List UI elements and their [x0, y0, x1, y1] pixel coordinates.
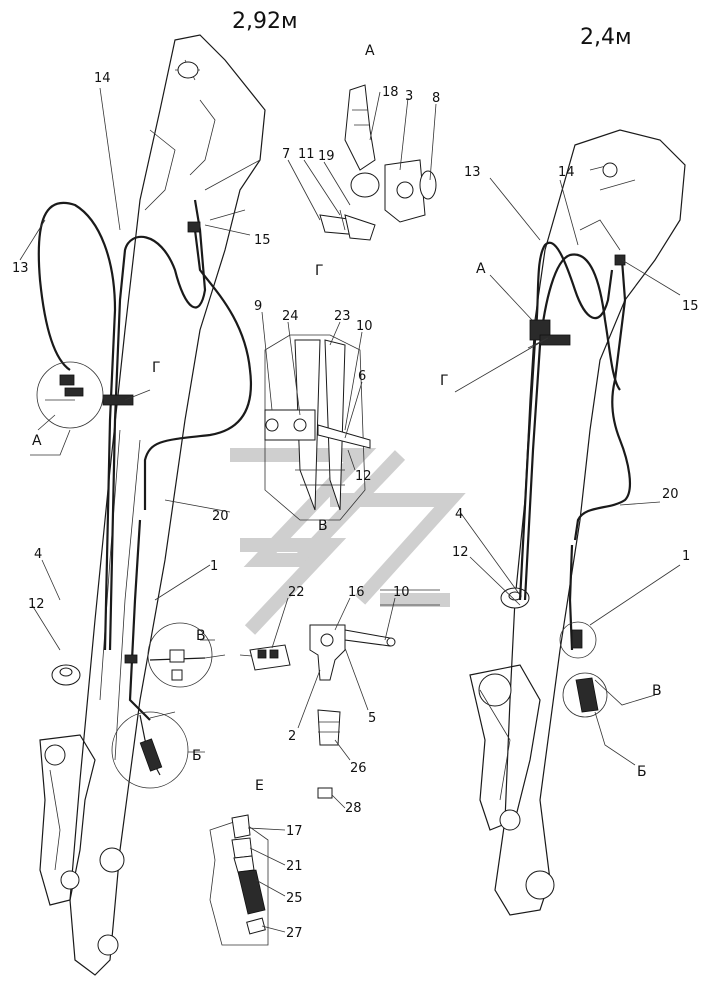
- left-boom: [39, 34, 266, 976]
- callout-g-6: 6: [358, 369, 366, 384]
- callout-right-13: 13: [464, 165, 481, 180]
- callout-a-19: 19: [318, 149, 335, 164]
- callout-right-15: 15: [682, 299, 699, 314]
- view-label-bb-left: Б: [192, 748, 202, 764]
- callout-left-20: 20: [212, 509, 229, 524]
- callout-right-14: 14: [558, 165, 575, 180]
- leader-lines: [19, 87, 681, 933]
- view-label-bb-right: Б: [637, 764, 647, 780]
- callout-left-4: 4: [34, 547, 42, 562]
- callout-b-5: 5: [368, 711, 376, 726]
- callout-g-9: 9: [254, 299, 262, 314]
- view-label-e: Е: [255, 778, 264, 794]
- detail-circle-b-right: [559, 621, 597, 659]
- callout-a-18: 18: [382, 85, 399, 100]
- view-label-b-mid: В: [318, 518, 328, 534]
- view-label-a-left: А: [32, 433, 42, 449]
- length-label-left: 2,92м: [232, 9, 298, 34]
- view-label-b-right: В: [652, 683, 662, 699]
- callout-right-20: 20: [662, 487, 679, 502]
- view-label-a-top: А: [365, 43, 375, 59]
- callout-b-16: 16: [348, 585, 365, 600]
- left-hoses: [37, 199, 253, 721]
- callout-b-2: 2: [288, 729, 296, 744]
- callout-b-22: 22: [288, 585, 305, 600]
- callout-e-25: 25: [286, 891, 303, 906]
- callout-left-13: 13: [12, 261, 29, 276]
- callout-a-7: 7: [282, 147, 290, 162]
- callout-left-14: 14: [94, 71, 111, 86]
- callout-b-26: 26: [350, 761, 367, 776]
- view-label-g-right: Г: [440, 373, 449, 389]
- detail-circle-bb-left: [111, 711, 205, 789]
- view-a-detail: [319, 84, 437, 241]
- callout-g-24: 24: [282, 309, 299, 324]
- right-hoses: [518, 241, 632, 651]
- callout-b-28: 28: [345, 801, 362, 816]
- callout-g-23: 23: [334, 309, 351, 324]
- callout-g-10: 10: [356, 319, 373, 334]
- callout-left-15: 15: [254, 233, 271, 248]
- callout-a-3: 3: [405, 89, 413, 104]
- callout-e-17: 17: [286, 824, 303, 839]
- callout-right-12: 12: [452, 545, 469, 560]
- callout-left-1: 1: [210, 559, 218, 574]
- view-label-g-left: Г: [152, 360, 161, 376]
- callout-right-4: 4: [455, 507, 463, 522]
- callout-a-11: 11: [298, 147, 315, 162]
- detail-circle-a-left: [36, 361, 104, 431]
- detail-circle-bb-right: [562, 672, 608, 718]
- view-label-a-right: А: [476, 261, 486, 277]
- callout-e-27: 27: [286, 926, 303, 941]
- view-e-detail: [209, 814, 269, 946]
- length-label-right: 2,4м: [580, 25, 632, 50]
- view-label-b-left: В: [196, 628, 206, 644]
- callout-right-1: 1: [682, 549, 690, 564]
- callout-g-12: 12: [355, 469, 372, 484]
- callout-a-8: 8: [432, 91, 440, 106]
- detail-circle-b-left: [147, 622, 226, 688]
- callout-b-10: 10: [393, 585, 410, 600]
- callout-e-21: 21: [286, 859, 303, 874]
- view-g-detail: [264, 334, 371, 521]
- view-label-g-top: Г: [315, 263, 324, 279]
- callout-left-12: 12: [28, 597, 45, 612]
- view-b-detail: [239, 624, 396, 799]
